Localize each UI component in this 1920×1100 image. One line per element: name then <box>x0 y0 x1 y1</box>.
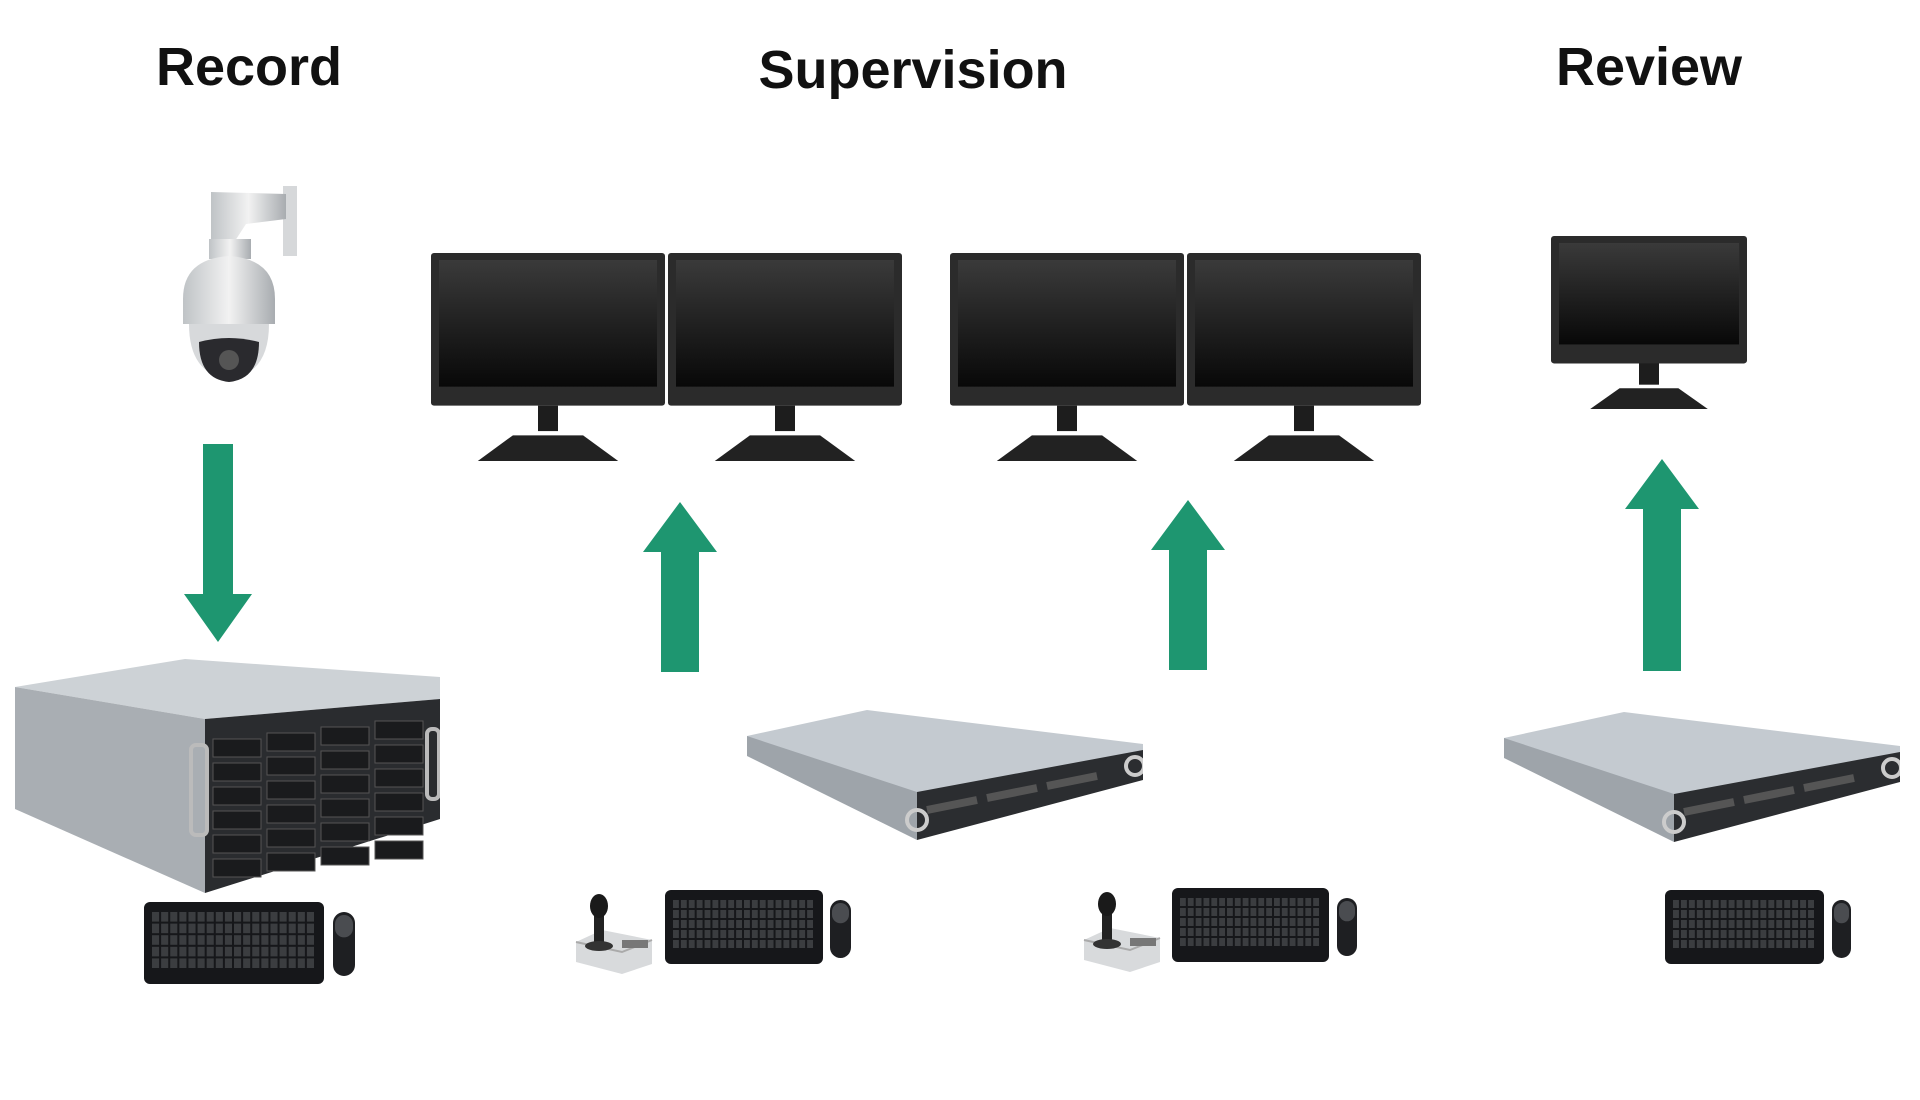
monitor-icon <box>1187 253 1421 465</box>
arrow-up-icon <box>1625 459 1699 671</box>
keyboard-icon <box>1665 890 1824 964</box>
joystick-icon <box>572 890 656 974</box>
server-icon <box>1504 712 1900 844</box>
mouse-icon <box>1337 898 1357 956</box>
monitor-icon <box>1551 236 1747 413</box>
ptz-camera-icon <box>171 184 301 404</box>
record-title: Record <box>155 37 343 97</box>
mouse-icon <box>333 912 355 976</box>
keyboard-icon <box>665 890 823 964</box>
mouse-icon <box>830 900 851 958</box>
monitor-icon <box>431 253 665 465</box>
arrow-down-icon <box>184 444 252 642</box>
keyboard-icon <box>144 902 324 984</box>
review-title: Review <box>1555 37 1743 97</box>
mouse-icon <box>1832 900 1851 958</box>
keyboard-icon <box>1172 888 1329 962</box>
arrow-up-icon <box>1151 500 1225 670</box>
supervision-title: Supervision <box>758 40 1068 100</box>
monitor-icon <box>668 253 902 465</box>
joystick-icon <box>1080 888 1164 972</box>
server-icon <box>747 710 1143 842</box>
arrow-up-icon <box>643 502 717 672</box>
monitor-icon <box>950 253 1184 465</box>
storage-server-icon <box>15 659 440 893</box>
